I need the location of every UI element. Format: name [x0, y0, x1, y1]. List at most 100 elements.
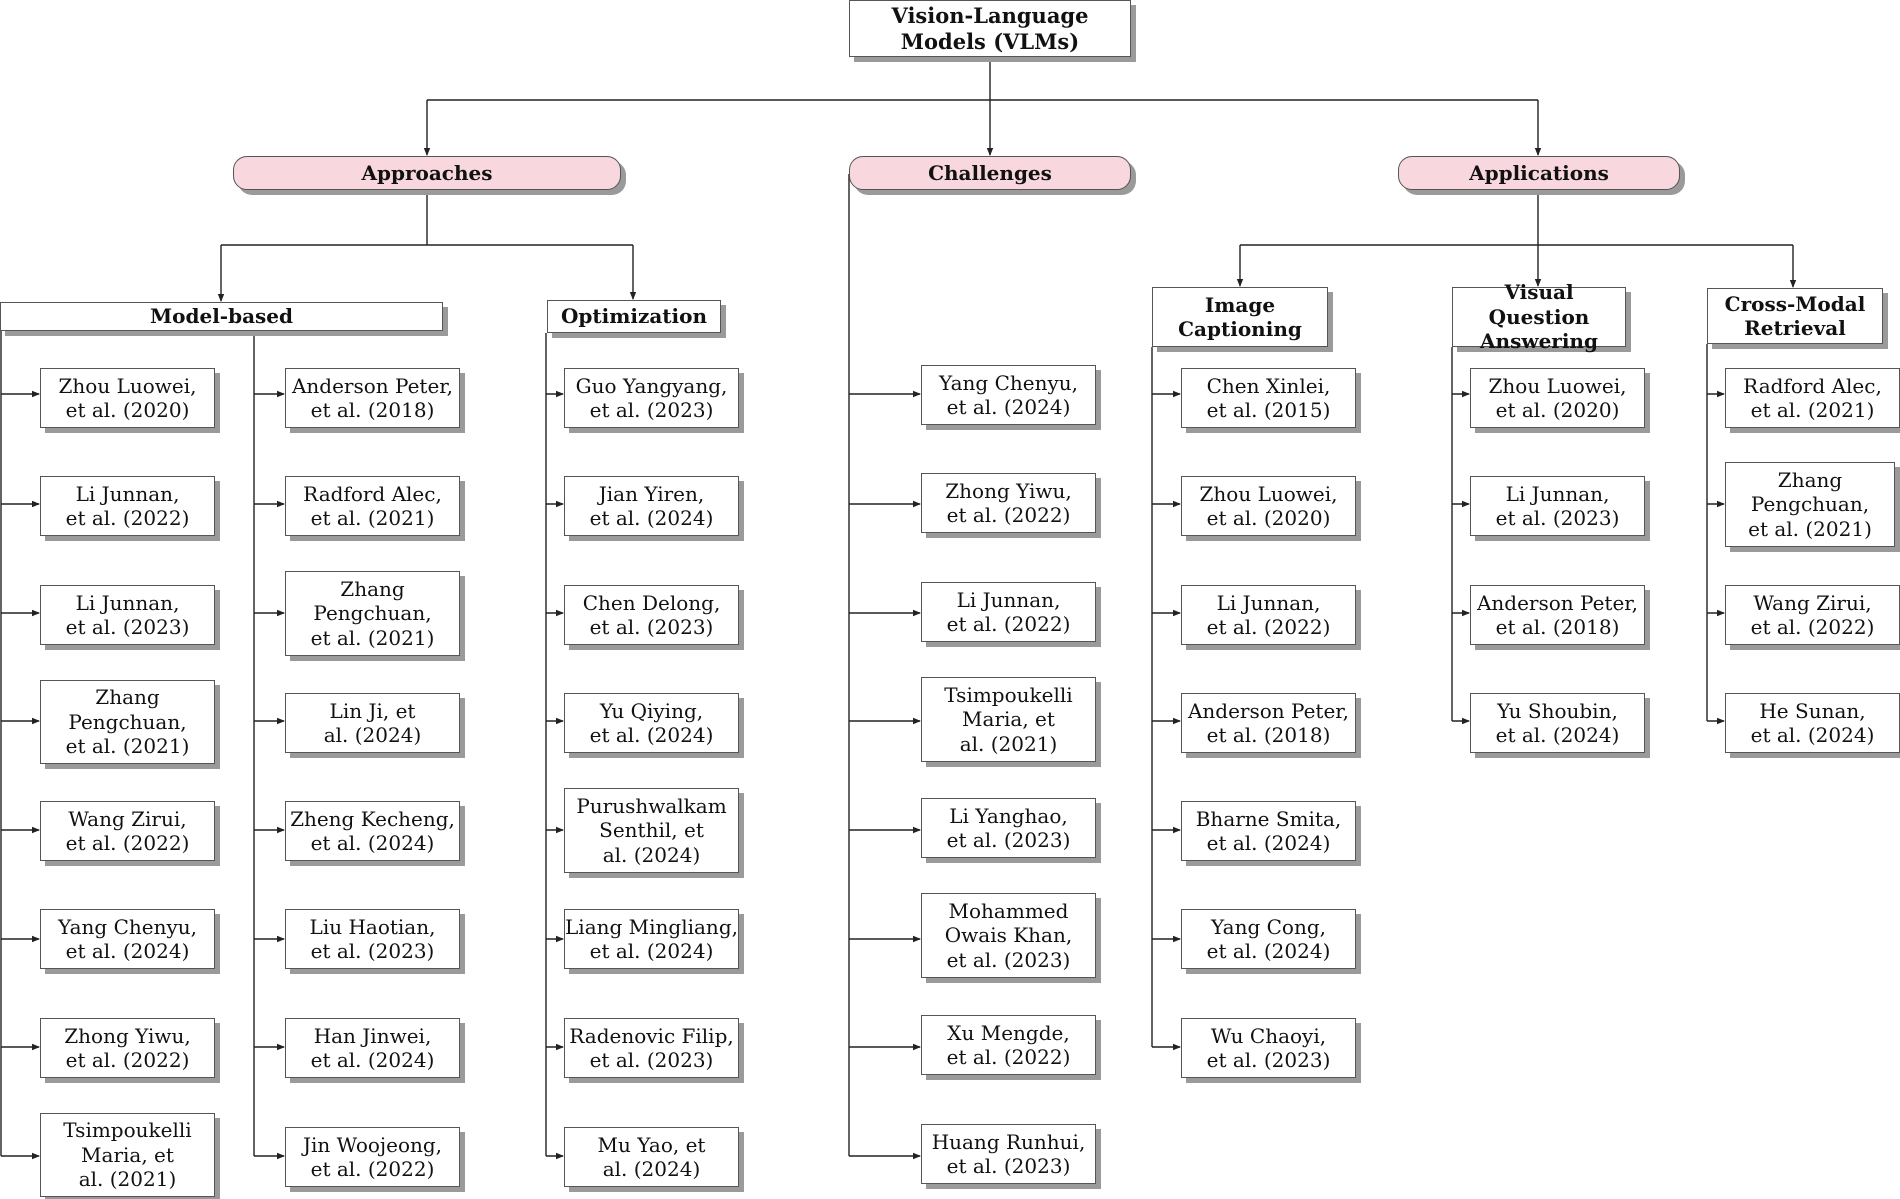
category-challenges: Challenges [849, 156, 1131, 190]
subcategory-optimization: Optimization [547, 300, 721, 333]
root-node-vlms: Vision-Language Models (VLMs) [849, 0, 1131, 57]
paper-node: Zhou Luowei, et al. (2020) [1470, 368, 1645, 428]
paper-citation: Zhou Luowei, et al. (2020) [1488, 373, 1627, 422]
paper-citation: Yu Shoubin, et al. (2024) [1495, 698, 1620, 747]
paper-node: Jin Woojeong, et al. (2022) [285, 1127, 460, 1187]
paper-citation: Mu Yao, et al. (2024) [597, 1132, 706, 1181]
paper-citation: Li Yanghao, et al. (2023) [946, 803, 1071, 852]
paper-citation: Zhang Pengchuan, et al. (2021) [65, 685, 190, 759]
paper-citation: Zhong Yiwu, et al. (2022) [64, 1023, 191, 1072]
subcategory-visual-question-answering-label: Visual Question Answering [1480, 280, 1598, 354]
subcategory-cross-modal-retrieval-label: Cross-Modal Retrieval [1724, 291, 1866, 340]
category-applications: Applications [1398, 156, 1680, 190]
paper-node: Yang Chenyu, et al. (2024) [40, 909, 215, 969]
paper-node: Wu Chaoyi, et al. (2023) [1181, 1018, 1356, 1078]
paper-citation: Han Jinwei, et al. (2024) [310, 1023, 435, 1072]
paper-citation: Radford Alec, et al. (2021) [303, 481, 442, 530]
paper-node: Li Junnan, et al. (2023) [40, 585, 215, 645]
paper-citation: Zhang Pengchuan, et al. (2021) [310, 576, 435, 650]
paper-node: Zhou Luowei, et al. (2020) [40, 368, 215, 428]
paper-node: Huang Runhui, et al. (2023) [921, 1124, 1096, 1184]
subcategory-image-captioning: Image Captioning [1152, 287, 1328, 347]
paper-citation: Li Junnan, et al. (2022) [65, 481, 190, 530]
paper-citation: Jin Woojeong, et al. (2022) [302, 1132, 443, 1181]
paper-citation: Purushwalkam Senthil, et al. (2024) [576, 793, 727, 867]
category-applications-label: Applications [1469, 160, 1609, 185]
paper-citation: Tsimpoukelli Maria, et al. (2021) [63, 1118, 192, 1192]
paper-node: Li Junnan, et al. (2023) [1470, 476, 1645, 536]
paper-node: Chen Xinlei, et al. (2015) [1181, 368, 1356, 428]
subcategory-cross-modal-retrieval: Cross-Modal Retrieval [1707, 288, 1883, 344]
paper-citation: Tsimpoukelli Maria, et al. (2021) [944, 682, 1073, 756]
subcategory-model-based-label: Model-based [150, 304, 293, 329]
paper-citation: Zhong Yiwu, et al. (2022) [945, 478, 1072, 527]
paper-node: Radenovic Filip, et al. (2023) [564, 1018, 739, 1078]
paper-node: Mu Yao, et al. (2024) [564, 1127, 739, 1187]
paper-node: Purushwalkam Senthil, et al. (2024) [564, 788, 739, 873]
category-challenges-label: Challenges [928, 160, 1052, 185]
paper-node: Yu Shoubin, et al. (2024) [1470, 693, 1645, 753]
paper-citation: Yang Cong, et al. (2024) [1206, 914, 1331, 963]
paper-citation: Wang Zirui, et al. (2022) [1750, 590, 1875, 639]
paper-citation: Yu Qiying, et al. (2024) [589, 698, 714, 747]
paper-citation: Mohammed Owais Khan, et al. (2023) [944, 898, 1073, 972]
paper-node: Chen Delong, et al. (2023) [564, 585, 739, 645]
paper-citation: Wu Chaoyi, et al. (2023) [1206, 1023, 1331, 1072]
paper-node: Radford Alec, et al. (2021) [285, 476, 460, 536]
paper-citation: Li Junnan, et al. (2022) [946, 587, 1071, 636]
paper-citation: Radford Alec, et al. (2021) [1743, 373, 1882, 422]
paper-citation: Anderson Peter, et al. (2018) [1187, 698, 1350, 747]
paper-node: Li Junnan, et al. (2022) [40, 476, 215, 536]
paper-citation: Yang Chenyu, et al. (2024) [57, 914, 198, 963]
paper-node: Yang Chenyu, et al. (2024) [921, 365, 1096, 425]
subcategory-optimization-label: Optimization [560, 304, 708, 329]
paper-node: Anderson Peter, et al. (2018) [1470, 585, 1645, 645]
paper-node: Anderson Peter, et al. (2018) [285, 368, 460, 428]
paper-citation: Chen Delong, et al. (2023) [582, 590, 721, 639]
paper-node: Bharne Smita, et al. (2024) [1181, 801, 1356, 861]
paper-node: Jian Yiren, et al. (2024) [564, 476, 739, 536]
paper-citation: Zhang Pengchuan, et al. (2021) [1748, 467, 1872, 541]
paper-node: Li Junnan, et al. (2022) [921, 582, 1096, 642]
paper-node: Zhong Yiwu, et al. (2022) [921, 473, 1096, 533]
paper-node: Tsimpoukelli Maria, et al. (2021) [921, 677, 1096, 762]
subcategory-model-based: Model-based [0, 302, 443, 331]
paper-node: Zhang Pengchuan, et al. (2021) [1725, 462, 1895, 547]
paper-node: Zhang Pengchuan, et al. (2021) [285, 571, 460, 656]
paper-node: Zhou Luowei, et al. (2020) [1181, 476, 1356, 536]
paper-citation: Huang Runhui, et al. (2023) [931, 1129, 1086, 1178]
paper-citation: Zhou Luowei, et al. (2020) [1199, 481, 1338, 530]
paper-citation: Bharne Smita, et al. (2024) [1195, 806, 1342, 855]
paper-citation: Zhou Luowei, et al. (2020) [58, 373, 197, 422]
paper-node: Tsimpoukelli Maria, et al. (2021) [40, 1113, 215, 1197]
paper-node: Li Yanghao, et al. (2023) [921, 798, 1096, 858]
paper-citation: Radenovic Filip, et al. (2023) [569, 1023, 734, 1072]
paper-node: Xu Mengde, et al. (2022) [921, 1015, 1096, 1075]
paper-citation: Xu Mengde, et al. (2022) [946, 1020, 1071, 1069]
paper-node: Han Jinwei, et al. (2024) [285, 1018, 460, 1078]
paper-node: Mohammed Owais Khan, et al. (2023) [921, 893, 1096, 978]
paper-node: Guo Yangyang, et al. (2023) [564, 368, 739, 428]
paper-node: Li Junnan, et al. (2022) [1181, 585, 1356, 645]
paper-citation: Liang Mingliang, et al. (2024) [565, 914, 738, 963]
paper-node: Zheng Kecheng, et al. (2024) [285, 801, 460, 861]
paper-citation: Li Junnan, et al. (2023) [65, 590, 190, 639]
paper-node: Anderson Peter, et al. (2018) [1181, 693, 1356, 753]
paper-node: Wang Zirui, et al. (2022) [40, 801, 215, 861]
paper-node: He Sunan, et al. (2024) [1725, 693, 1900, 753]
paper-node: Zhang Pengchuan, et al. (2021) [40, 680, 215, 764]
paper-node: Yang Cong, et al. (2024) [1181, 909, 1356, 969]
paper-citation: Chen Xinlei, et al. (2015) [1206, 373, 1331, 422]
paper-node: Zhong Yiwu, et al. (2022) [40, 1018, 215, 1078]
paper-node: Wang Zirui, et al. (2022) [1725, 585, 1900, 645]
root-node-label: Vision-Language Models (VLMs) [891, 2, 1089, 54]
paper-node: Yu Qiying, et al. (2024) [564, 693, 739, 753]
paper-citation: Li Junnan, et al. (2023) [1495, 481, 1620, 530]
paper-citation: Jian Yiren, et al. (2024) [589, 481, 714, 530]
paper-node: Liu Haotian, et al. (2023) [285, 909, 460, 969]
paper-citation: Anderson Peter, et al. (2018) [291, 373, 454, 422]
paper-node: Radford Alec, et al. (2021) [1725, 368, 1900, 428]
paper-node: Liang Mingliang, et al. (2024) [564, 909, 739, 969]
paper-node: Lin Ji, et al. (2024) [285, 693, 460, 753]
